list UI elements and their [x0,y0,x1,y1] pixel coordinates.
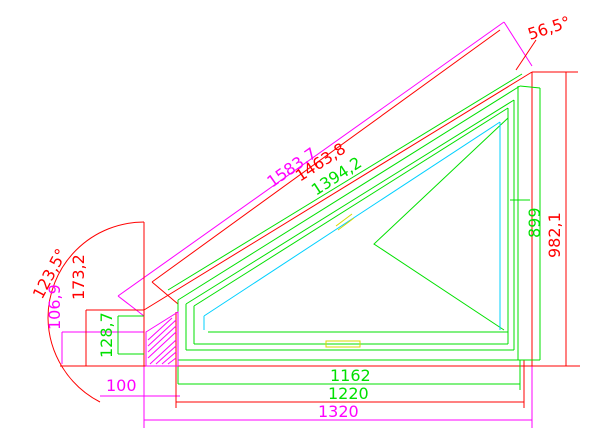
dim-128: 128,7 [97,312,116,358]
dim-106: 106,9 [45,284,64,330]
angle-top: 56,5° [525,12,572,44]
green-frame [117,73,541,390]
dim-173: 173,2 [69,254,88,300]
dim-100: 100 [106,376,137,395]
dim-1320: 1320 [318,402,359,421]
cyan-glazing [203,121,501,330]
hatched-corner-block [145,311,179,367]
dim-899: 899 [525,207,544,238]
dim-982: 982,1 [545,212,564,258]
yellow-handle-marks [325,213,361,348]
dim-1220: 1220 [328,384,369,403]
dim-1162: 1162 [330,366,371,385]
